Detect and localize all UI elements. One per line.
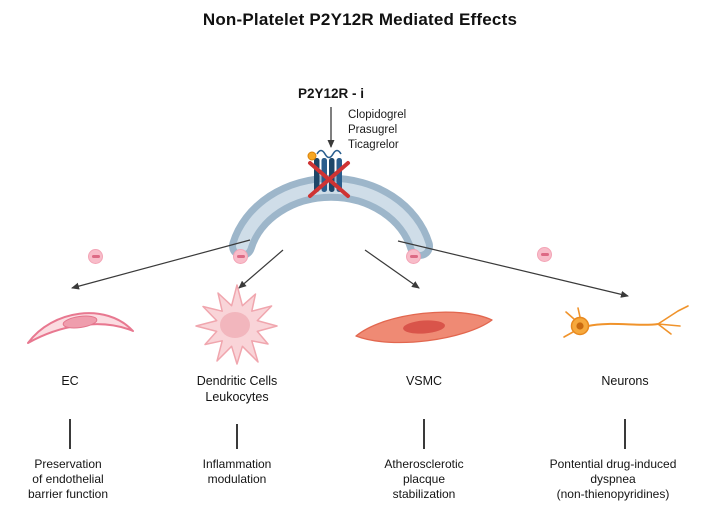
cell-label-line: EC [61, 374, 79, 388]
effect-line: Atherosclerotic [384, 457, 464, 471]
minus-glyph [409, 255, 418, 258]
cell-label-line: Leukocytes [205, 390, 269, 404]
dendritic-cell [195, 284, 278, 365]
vsmc-cell [355, 311, 493, 344]
ec-nucleus [62, 315, 98, 329]
receptor-icon [307, 149, 350, 198]
inhibition-arrow-dendritic [238, 249, 284, 289]
effect-line: barrier function [27, 487, 109, 501]
effect-line: placque [402, 472, 446, 486]
minus-icon [88, 249, 103, 264]
effect-line: Preservation [34, 457, 102, 471]
effect-text-ec: Preservation of endothelial barrier func… [8, 457, 128, 502]
inhibition-arrow-ec [71, 239, 251, 290]
effect-line: (non-thienopyridines) [556, 487, 670, 501]
drug-item: Clopidogrel [348, 109, 407, 121]
cell-label-vsmc: VSMC [374, 373, 474, 389]
vsmc-nucleus [403, 320, 445, 334]
cell-label-neurons: Neurons [575, 373, 675, 389]
inhibition-arrow-neuron [397, 240, 629, 298]
effect-line: dyspnea [590, 472, 636, 486]
cell-label-ec: EC [20, 373, 120, 389]
ec-cell [27, 312, 134, 344]
effect-line: stabilization [392, 487, 456, 501]
cell-label-dendritic: Dendritic Cells Leukocytes [177, 373, 297, 405]
receptor-label: P2Y12R - i [297, 86, 365, 101]
membrane-arc [229, 174, 433, 259]
connector-line [624, 419, 626, 449]
connector-line [236, 424, 238, 449]
cell-label-line: Dendritic Cells [196, 374, 278, 388]
effect-text-neurons: Pontential drug-induced dyspnea (non-thi… [527, 457, 699, 502]
minus-icon [406, 249, 421, 264]
neuron-cell [563, 305, 689, 338]
minus-glyph [540, 253, 549, 256]
minus-glyph [91, 255, 100, 258]
connector-line [423, 419, 425, 449]
ligand-dot-icon [307, 151, 317, 161]
inhibition-arrow-vsmc [364, 249, 420, 289]
effect-line: modulation [207, 472, 267, 486]
drug-item: Prasugrel [348, 124, 398, 136]
effect-text-dendritic: Inflammation modulation [177, 457, 297, 487]
minus-icon [233, 249, 248, 264]
dendritic-nucleus [220, 312, 250, 338]
drug-list: Clopidogrel Prasugrel Ticagrelor [348, 108, 458, 153]
cell-label-line: VSMC [405, 374, 443, 388]
cell-label-line: Neurons [601, 374, 649, 388]
effect-line: of endothelial [32, 472, 104, 486]
drug-item: Ticagrelor [348, 139, 399, 151]
effect-line: Inflammation [202, 457, 272, 471]
effect-text-vsmc: Atherosclerotic placque stabilization [364, 457, 484, 502]
minus-glyph [236, 255, 245, 258]
inhibition-x-icon [308, 161, 350, 198]
effect-line: Pontential drug-induced [549, 457, 677, 471]
connector-line [69, 419, 71, 449]
minus-icon [537, 247, 552, 262]
diagram-title: Non-Platelet P2Y12R Mediated Effects [202, 10, 518, 29]
neuron-nucleus [576, 322, 584, 330]
